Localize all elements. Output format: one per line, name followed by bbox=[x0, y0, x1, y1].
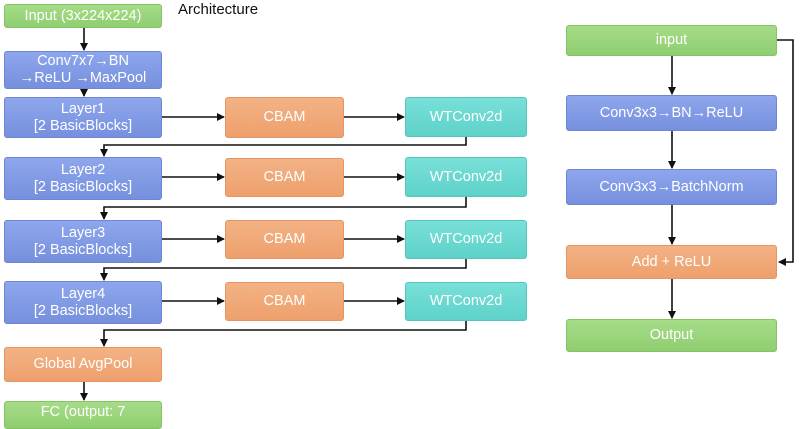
fc-node: FC (output: 7 bbox=[4, 401, 162, 429]
arrow-wtconv3-to-layer4 bbox=[100, 259, 467, 281]
stem-node: Conv7x7→BN →ReLU →MaxPool bbox=[4, 51, 162, 89]
arrow-wtconv4-to-pool bbox=[100, 321, 467, 347]
fc-label: FC (output: 7 bbox=[40, 404, 126, 420]
layer3-label-line2: [2 BasicBlocks] bbox=[33, 241, 133, 258]
rb-conv-bn-node: Conv3x3→BatchNorm bbox=[566, 169, 777, 205]
layer1-label-line1: Layer1 bbox=[60, 100, 106, 117]
rb-conv-bn-label: Conv3x3→BatchNorm bbox=[599, 178, 744, 195]
arrow-wtconv1-to-layer2 bbox=[100, 137, 467, 157]
rb-conv-bn-relu-node: Conv3x3→BN→ReLU bbox=[566, 95, 777, 131]
layer2-label-line2: [2 BasicBlocks] bbox=[33, 178, 133, 195]
skip-connection-arrow bbox=[777, 39, 794, 266]
wtconv-node-3: WTConv2d bbox=[405, 220, 527, 259]
rb-output-node: Output bbox=[566, 319, 777, 352]
rb-output-label: Output bbox=[649, 327, 694, 343]
cbam-label-2: CBAM bbox=[263, 169, 306, 185]
layer4-label-line1: Layer4 bbox=[60, 285, 106, 302]
global-avgpool-label: Global AvgPool bbox=[33, 356, 133, 372]
rb-add-relu-node: Add + ReLU bbox=[566, 245, 777, 279]
stem-label-line1: Conv7x7→BN bbox=[37, 53, 129, 69]
cbam-label-4: CBAM bbox=[263, 293, 306, 309]
rb-conv-bn-relu-label: Conv3x3→BN→ReLU bbox=[599, 104, 744, 121]
stem-label-line2: →ReLU →MaxPool bbox=[19, 70, 147, 86]
layer1-node: Layer1 [2 BasicBlocks] bbox=[4, 97, 162, 138]
input-node-label: Input (3x224x224) bbox=[24, 7, 142, 24]
wtconv-node-2: WTConv2d bbox=[405, 157, 527, 197]
input-node: Input (3x224x224) bbox=[4, 4, 162, 28]
layer1-label-line2: [2 BasicBlocks] bbox=[33, 117, 133, 134]
layer4-label-line2: [2 BasicBlocks] bbox=[33, 302, 133, 319]
wtconv-label-2: WTConv2d bbox=[429, 168, 503, 185]
global-avgpool-node: Global AvgPool bbox=[4, 347, 162, 382]
layer2-label-line1: Layer2 bbox=[60, 161, 106, 178]
layer3-node: Layer3 [2 BasicBlocks] bbox=[4, 220, 162, 263]
cbam-label-3: CBAM bbox=[263, 231, 306, 247]
flow-arrows bbox=[80, 28, 794, 401]
rb-add-relu-label: Add + ReLU bbox=[631, 253, 712, 270]
layer4-node: Layer4 [2 BasicBlocks] bbox=[4, 281, 162, 324]
cbam-node-4: CBAM bbox=[225, 282, 344, 321]
cbam-node-2: CBAM bbox=[225, 158, 344, 197]
wtconv-label-1: WTConv2d bbox=[429, 108, 503, 125]
cbam-node-1: CBAM bbox=[225, 97, 344, 138]
wtconv-label-4: WTConv2d bbox=[429, 293, 503, 309]
wtconv-label-3: WTConv2d bbox=[429, 231, 503, 247]
wtconv-node-4: WTConv2d bbox=[405, 282, 527, 321]
layer3-label-line1: Layer3 bbox=[60, 224, 106, 241]
arrow-wtconv2-to-layer3 bbox=[100, 197, 467, 220]
cbam-label-1: CBAM bbox=[263, 109, 306, 125]
layer2-node: Layer2 [2 BasicBlocks] bbox=[4, 157, 162, 200]
cbam-node-3: CBAM bbox=[225, 220, 344, 259]
wtconv-node-1: WTConv2d bbox=[405, 97, 527, 137]
rb-input-label: input bbox=[655, 32, 688, 48]
rb-input-node: input bbox=[566, 25, 777, 56]
diagram-title: Architecture bbox=[178, 1, 259, 18]
